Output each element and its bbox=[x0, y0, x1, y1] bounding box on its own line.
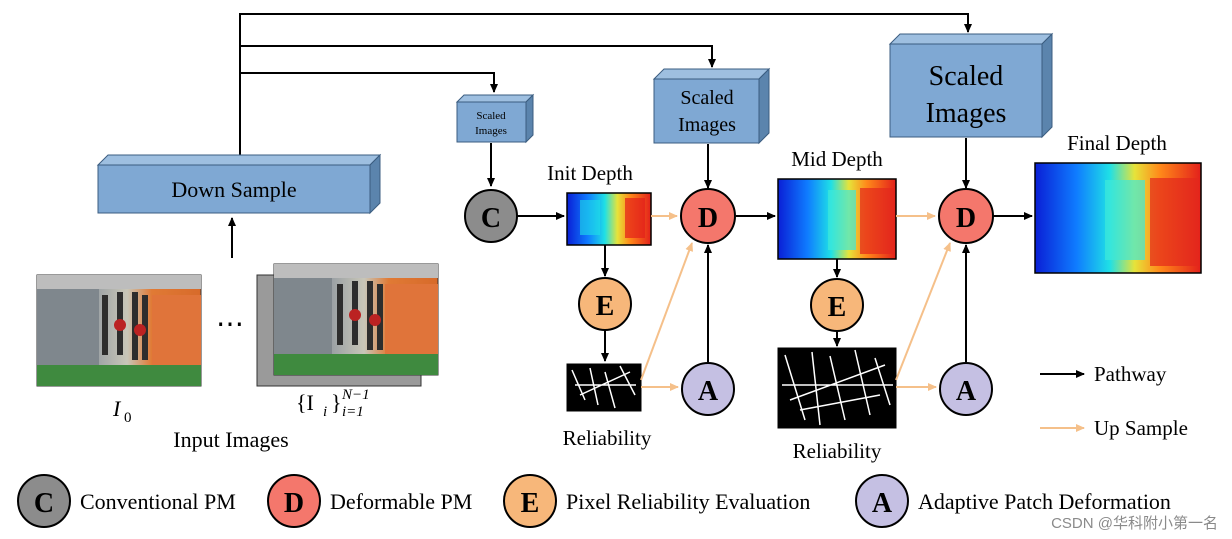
svg-text:Scaled: Scaled bbox=[680, 87, 733, 109]
svg-text:Scaled: Scaled bbox=[929, 61, 1004, 92]
svg-text:E: E bbox=[596, 291, 615, 322]
node-e-1: E bbox=[578, 277, 632, 331]
legend-pixel-reliability: Pixel Reliability Evaluation bbox=[566, 489, 810, 514]
ellipsis: ⋯ bbox=[216, 309, 244, 340]
init-depth-label: Init Depth bbox=[547, 161, 633, 185]
svg-text:D: D bbox=[698, 203, 718, 234]
svg-text:Images: Images bbox=[926, 98, 1007, 129]
reliability-label-2: Reliability bbox=[793, 439, 882, 463]
reliability-label-1: Reliability bbox=[563, 426, 652, 450]
i0-label: I 0 bbox=[112, 396, 132, 426]
svg-text:N−1: N−1 bbox=[341, 387, 370, 403]
svg-text:C: C bbox=[481, 203, 501, 234]
legend-adaptive-patch: Adaptive Patch Deformation bbox=[918, 489, 1171, 514]
legend-pathway-label: Pathway bbox=[1094, 362, 1167, 386]
scaled-images-box-large: Scaled Images bbox=[888, 32, 1054, 139]
svg-text:D: D bbox=[284, 488, 304, 519]
input-image-stack bbox=[256, 263, 439, 387]
scaled-images-box-small: Scaled Images bbox=[455, 93, 535, 144]
pathway-arrows bbox=[517, 212, 1033, 362]
svg-text:A: A bbox=[698, 376, 719, 407]
svg-text:}: } bbox=[331, 390, 342, 415]
node-a-1: A bbox=[681, 362, 735, 416]
svg-text:A: A bbox=[956, 376, 977, 407]
down-sample-box: Down Sample bbox=[96, 153, 382, 215]
input-images-label: Input Images bbox=[173, 427, 288, 452]
reliability-map-1 bbox=[566, 363, 642, 412]
top-routing-lines bbox=[239, 13, 972, 156]
svg-text:{I: {I bbox=[296, 390, 314, 415]
svg-text:I: I bbox=[112, 396, 122, 421]
scaled-to-node-arrows bbox=[487, 138, 970, 189]
svg-text:0: 0 bbox=[124, 410, 132, 426]
svg-text:i=1: i=1 bbox=[342, 404, 364, 420]
svg-text:E: E bbox=[828, 292, 847, 323]
ii-label: {I i } N−1 i=1 bbox=[296, 387, 370, 420]
init-depth-map bbox=[566, 192, 652, 246]
legend-deformable-pm: Deformable PM bbox=[330, 489, 472, 514]
mid-depth-map bbox=[777, 178, 897, 260]
reliability-map-2 bbox=[777, 347, 897, 429]
svg-text:Images: Images bbox=[475, 125, 507, 137]
node-d-2: D bbox=[938, 188, 994, 244]
legend-conventional-pm: Conventional PM bbox=[80, 489, 236, 514]
svg-text:Images: Images bbox=[678, 114, 736, 136]
svg-text:i: i bbox=[323, 404, 327, 420]
arrow-legend: Pathway Up Sample bbox=[1040, 362, 1188, 440]
svg-text:A: A bbox=[872, 488, 893, 519]
bottom-legend: C Conventional PM D Deformable PM E Pixe… bbox=[17, 474, 1171, 528]
svg-text:E: E bbox=[521, 488, 540, 519]
node-a-2: A bbox=[939, 362, 993, 416]
mid-depth-label: Mid Depth bbox=[791, 147, 883, 171]
final-depth-map bbox=[1034, 162, 1202, 274]
watermark: CSDN @华科附小第一名 bbox=[1051, 514, 1218, 532]
scaled-images-box-medium: Scaled Images bbox=[652, 67, 771, 145]
input-image-0 bbox=[36, 274, 202, 387]
node-d-1: D bbox=[680, 188, 736, 244]
final-depth-label: Final Depth bbox=[1067, 131, 1167, 155]
svg-text:C: C bbox=[34, 488, 54, 519]
svg-text:D: D bbox=[956, 203, 976, 234]
svg-text:Scaled: Scaled bbox=[476, 110, 506, 122]
node-e-2: E bbox=[810, 278, 864, 332]
node-c: C bbox=[464, 189, 518, 243]
down-sample-label: Down Sample bbox=[171, 177, 296, 202]
upsample-arrows bbox=[640, 212, 951, 391]
legend-upsample-label: Up Sample bbox=[1094, 416, 1188, 440]
